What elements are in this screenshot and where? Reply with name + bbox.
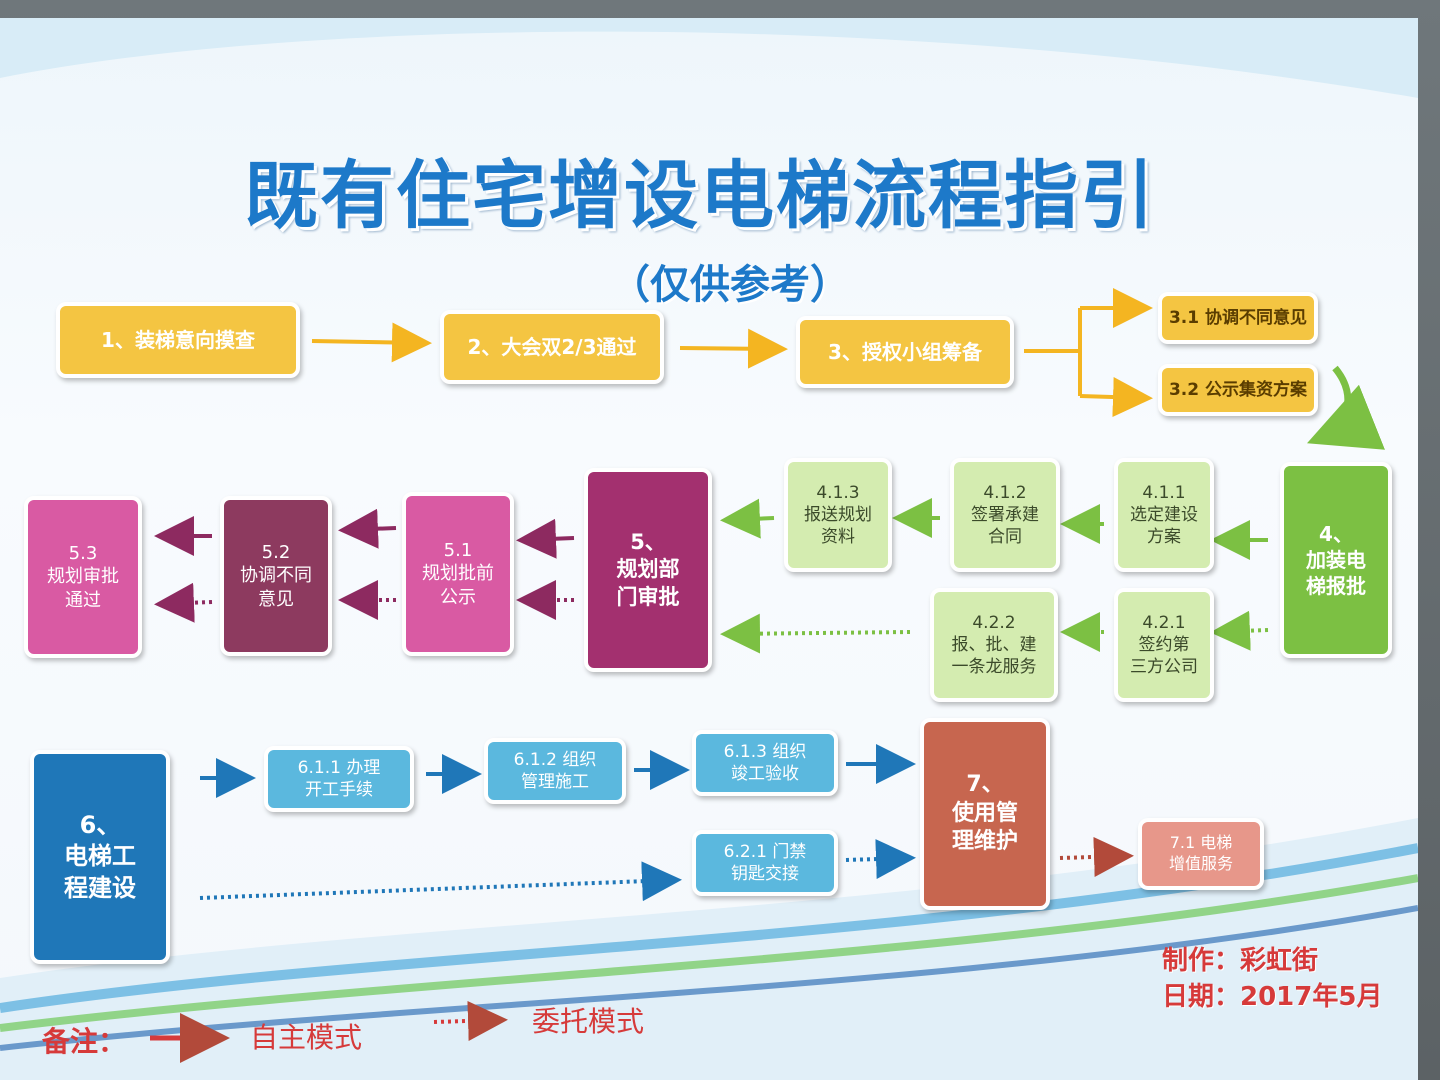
node-6-1-1: 6.1.1 办理 开工手续	[264, 746, 414, 812]
background-swoosh	[0, 18, 1418, 1080]
arrow-7-71-dotted	[1059, 836, 1134, 877]
arrow-422-5	[720, 613, 911, 654]
legend-solid-text: 自主模式	[250, 1021, 363, 1054]
node-3-1: 3.1 协调不同意见	[1158, 292, 1318, 344]
node-3: 3、授权小组筹备	[796, 316, 1014, 388]
legend-dotted-text: 委托模式	[532, 1005, 645, 1038]
arrow-413-5	[720, 498, 775, 539]
node-4-1-3: 4.1.3 报送规划 资料	[784, 458, 892, 572]
arrow-621-7-dotted	[845, 839, 916, 880]
node-6-1-3: 6.1.3 组织 竣工验收	[692, 730, 838, 796]
credit-date: 日期：2017年5月	[1162, 982, 1383, 1012]
arrow-1-2	[311, 322, 432, 363]
flow-arrows	[150, 288, 1386, 1063]
node-4-1-1: 4.1.1 选定建设 方案	[1114, 458, 1214, 572]
node-6-1-2: 6.1.2 组织 管理施工	[484, 738, 626, 804]
node-4-2-1: 4.2.1 签约第 三方公司	[1114, 588, 1214, 702]
credit-maker: 制作：彩虹街	[1162, 946, 1319, 976]
arrow-51-52	[338, 508, 397, 549]
node-7-1: 7.1 电梯 增值服务	[1138, 818, 1264, 890]
node-7: 7、 使用管 理维护	[920, 718, 1050, 910]
arrow-3-branch	[1024, 288, 1153, 418]
arrow-4-421	[1210, 610, 1269, 651]
node-5-1: 5.1 规划批前 公示	[402, 492, 514, 656]
node-4-1-2: 4.1.2 签署承建 合同	[950, 458, 1060, 572]
node-5: 5、 规划部 门审批	[584, 468, 712, 672]
node-1: 1、装梯意向摸查	[56, 302, 300, 378]
node-6-2-1: 6.2.1 门禁 钥匙交接	[692, 830, 838, 896]
legend-label: 备注：	[42, 1025, 127, 1058]
node-5-2: 5.2 协调不同 意见	[220, 496, 332, 656]
curve-arrow-to-4	[1307, 365, 1386, 450]
arrow-2-3	[679, 328, 788, 369]
arrow-6-621-dotted	[199, 861, 682, 902]
node-3-2: 3.2 公示集资方案	[1158, 364, 1318, 416]
page-subtitle: （仅供参考）	[610, 262, 850, 308]
page-title: 既有住宅增设电梯流程指引	[244, 153, 1156, 239]
node-5-3: 5.3 规划审批 通过	[24, 496, 142, 658]
node-4: 4、 加装电 梯报批	[1280, 462, 1392, 658]
node-2: 2、大会双2/3通过	[440, 310, 664, 384]
poster: 既有住宅增设电梯流程指引 （仅供参考）	[0, 18, 1418, 1080]
legend-dotted-arrow	[433, 1000, 508, 1041]
node-4-2-2: 4.2.2 报、批、建 一条龙服务	[930, 588, 1058, 702]
node-6: 6、 电梯工 程建设	[30, 750, 170, 964]
arrow-5-51	[516, 518, 575, 559]
arrow-52-53-dotted	[154, 582, 213, 623]
